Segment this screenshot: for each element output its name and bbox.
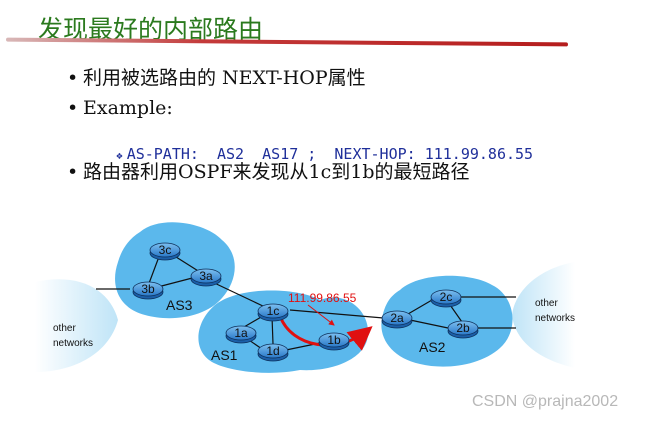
link-2a-2b <box>409 319 449 329</box>
other-networks-right-cloud <box>512 262 575 368</box>
bullet-dot: • <box>67 161 79 183</box>
next-hop-ip-label: 111.99.86.55 <box>288 291 357 305</box>
other-networks-left-line2: networks <box>53 338 93 349</box>
bullet-dot: • <box>67 97 79 119</box>
router-2b: 2b <box>447 320 479 339</box>
router-label: 1b <box>327 333 341 347</box>
router-icon-top <box>381 310 413 326</box>
routers: 3c 3a 3b 1c 1a 1d 1b 2a 2c 2b <box>132 242 479 362</box>
router-icon-top <box>190 268 222 284</box>
bullet-2-text: Example: <box>83 97 173 119</box>
bullet-3: •路由器利用OSPF来发现从1c到1b的最短路径 <box>67 157 470 184</box>
router-label: 1d <box>266 344 279 358</box>
router-3b: 3b <box>132 281 164 300</box>
link-2a-2c <box>407 299 433 315</box>
router-icon-top <box>318 332 350 348</box>
router-label: 1c <box>267 304 280 318</box>
router-icon-top <box>149 242 181 258</box>
router-icon-top <box>447 320 479 336</box>
router-label: 2a <box>390 311 404 325</box>
as2-label: AS2 <box>419 339 446 355</box>
link-3a-1c <box>207 279 266 308</box>
bullet-3-text: 路由器利用OSPF来发现从1c到1b的最短路径 <box>83 161 470 183</box>
router-icon-top <box>257 303 289 319</box>
router-label: 1a <box>234 326 248 340</box>
router-icon-top <box>225 325 257 341</box>
router-2a: 2a <box>381 310 413 329</box>
router-icon-top <box>132 281 164 297</box>
bullet-2: •Example: <box>67 97 173 119</box>
router-1d: 1d <box>257 343 289 362</box>
as3-label: AS3 <box>166 297 193 313</box>
router-1b: 1b <box>318 332 350 351</box>
router-label: 3c <box>159 243 172 257</box>
ip-pointer-arrow <box>307 304 335 326</box>
other-networks-left-line1: other <box>53 323 76 334</box>
other-networks-right-line2: networks <box>535 313 575 324</box>
link-1c-2a <box>289 309 384 319</box>
router-label: 2c <box>440 290 453 304</box>
other-networks-right-line1: other <box>535 298 558 309</box>
other-networks-left-cloud <box>35 279 118 372</box>
router-icon-top <box>257 343 289 359</box>
bullet-1-text: 利用被选路由的 NEXT-HOP属性 <box>83 67 366 89</box>
router-1c: 1c <box>257 303 289 322</box>
bullet-dot: • <box>67 67 79 89</box>
router-3a: 3a <box>190 268 222 287</box>
bullet-1: •利用被选路由的 NEXT-HOP属性 <box>67 63 366 90</box>
watermark: CSDN @prajna2002 <box>472 393 619 410</box>
router-1a: 1a <box>225 325 257 344</box>
router-2c: 2c <box>430 289 462 308</box>
as1-label: AS1 <box>211 347 238 363</box>
router-3c: 3c <box>149 242 181 261</box>
as1-cloud <box>198 290 369 373</box>
router-label: 3b <box>141 282 155 296</box>
router-label: 3a <box>199 269 213 283</box>
sub-bullet-text: AS-PATH: AS2 AS17 ; NEXT-HOP: 111.99.86.… <box>126 145 534 163</box>
as2-cloud <box>381 275 513 367</box>
router-icon-top <box>430 289 462 305</box>
shortest-path-arrow <box>278 315 373 351</box>
router-label: 2b <box>456 321 470 335</box>
sub-bullet: ❖AS-PATH: AS2 AS17 ; NEXT-HOP: 111.99.86… <box>98 127 533 163</box>
diamond-bullet-icon: ❖ <box>116 149 123 162</box>
